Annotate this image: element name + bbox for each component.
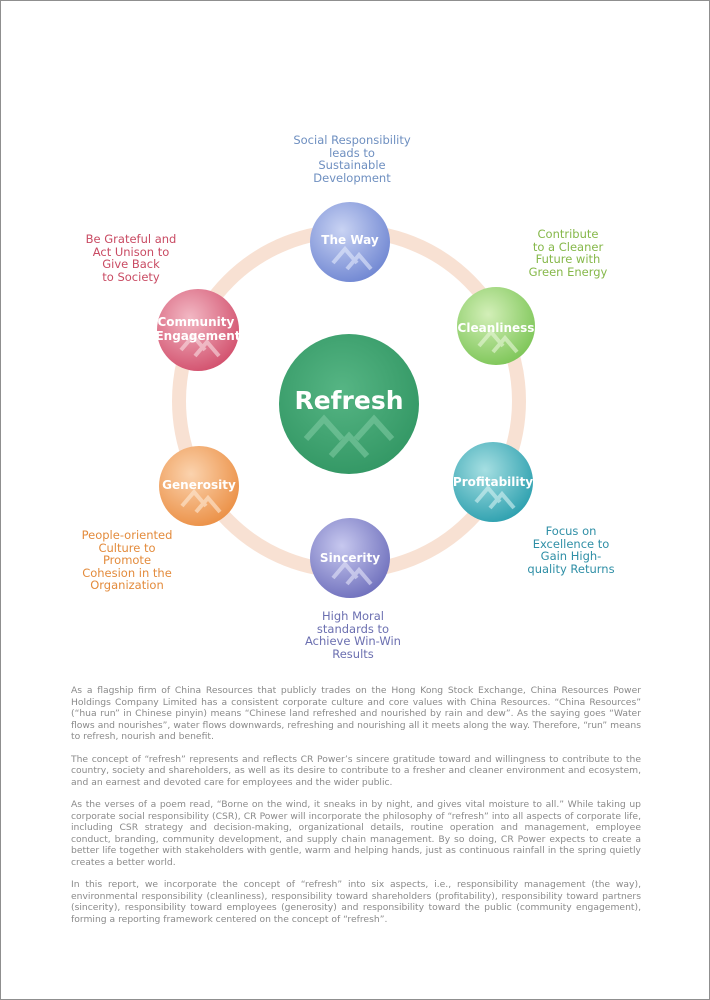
node-label-cleanliness: Cleanliness bbox=[458, 321, 535, 335]
caption-the-way: Social Responsibility leads to Sustainab… bbox=[293, 133, 411, 185]
body-paragraph-2: The concept of “refresh” represents and … bbox=[71, 753, 641, 788]
diagram-graphic: Refresh The Way Cleanliness Profitabilit… bbox=[155, 202, 535, 598]
node-label-generosity: Generosity bbox=[162, 478, 236, 492]
node-generosity: Generosity bbox=[159, 446, 239, 526]
refresh-diagram: Refresh The Way Cleanliness Profitabilit… bbox=[1, 1, 709, 671]
node-profitability: Profitability bbox=[453, 442, 533, 522]
node-cleanliness: Cleanliness bbox=[457, 287, 535, 365]
caption-profitability: Focus on Excellence to Gain High- qualit… bbox=[527, 524, 615, 576]
node-sincerity: Sincerity bbox=[310, 518, 390, 598]
body-text: As a flagship firm of China Resources th… bbox=[71, 685, 641, 936]
center-node-refresh: Refresh bbox=[279, 334, 419, 474]
node-community-engagement: Community Engagement bbox=[155, 289, 241, 371]
center-label: Refresh bbox=[294, 386, 403, 415]
body-paragraph-3: As the verses of a poem read, “Borne on … bbox=[71, 798, 641, 868]
caption-sincerity: High Moral standards to Achieve Win-Win … bbox=[305, 609, 401, 661]
node-label-community-engagement: Community Engagement bbox=[155, 315, 240, 343]
caption-generosity: People-oriented Culture to Promote Cohes… bbox=[81, 528, 173, 592]
node-label-the-way: The Way bbox=[321, 233, 379, 247]
node-label-profitability: Profitability bbox=[453, 475, 533, 489]
node-label-sincerity: Sincerity bbox=[320, 551, 380, 565]
body-paragraph-4: In this report, we incorporate the conce… bbox=[71, 879, 641, 925]
caption-community-engagement: Be Grateful and Act Unison to Give Back … bbox=[85, 232, 177, 284]
node-the-way: The Way bbox=[310, 202, 390, 282]
body-paragraph-1: As a flagship firm of China Resources th… bbox=[71, 685, 641, 743]
caption-cleanliness: Contribute to a Cleaner Future with Gree… bbox=[528, 227, 608, 279]
